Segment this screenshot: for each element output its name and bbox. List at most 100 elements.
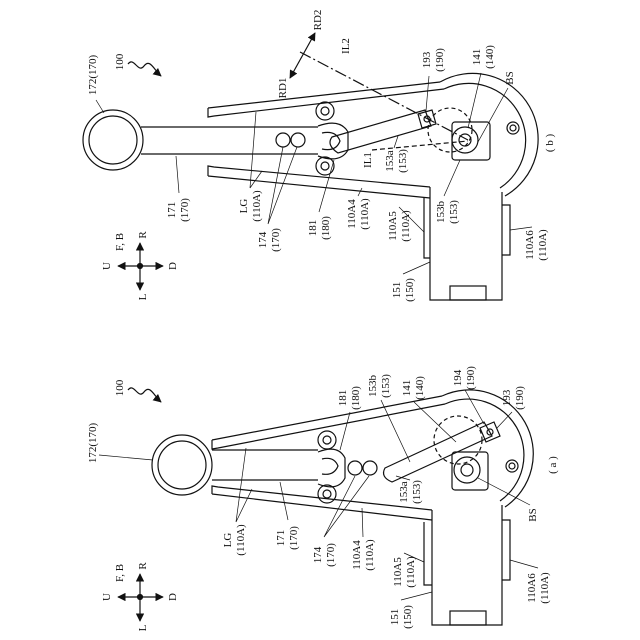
axis-label-right: R	[137, 231, 149, 239]
grip-ring-inner	[89, 116, 137, 164]
axis-label-front-back: F, B	[114, 564, 126, 582]
label-n110a6: 110A6	[526, 573, 538, 603]
wall-110a5	[424, 198, 430, 258]
label-n151-parent-ref: (150)	[404, 278, 416, 302]
pivot-lower-inner	[323, 490, 331, 498]
label-n194-parent-ref: (190)	[465, 366, 477, 390]
reference-numeral-100: 100	[114, 53, 126, 70]
figure-b-leader-lines	[96, 73, 532, 274]
label-n141: 141	[471, 49, 483, 66]
shaft-bs-inner	[510, 125, 516, 131]
axis-label-up: U	[101, 262, 113, 270]
wall-110a6	[502, 520, 510, 580]
label-rd1: RD1	[277, 78, 289, 99]
label-n193: 193	[501, 389, 513, 406]
label-n193-parent-ref: (190)	[434, 48, 446, 72]
wheel-141-outer	[452, 127, 478, 153]
label-n193: 193	[421, 51, 433, 68]
link-181	[318, 449, 345, 487]
pivot-upper-inner	[323, 436, 331, 444]
reference-numeral-100: 100	[114, 379, 126, 396]
label-n110a6-parent-ref: (110A)	[539, 572, 551, 604]
label-n174-parent-ref: (170)	[270, 228, 282, 252]
label-n151-parent-ref: (150)	[402, 605, 414, 629]
shaft-bs-outer	[506, 460, 518, 472]
axis-label-down: D	[167, 262, 179, 270]
label-il2: IL2	[340, 38, 352, 54]
label-lg: LG	[222, 533, 234, 548]
pivot-lower-inner	[321, 162, 329, 170]
axis-label-right: R	[137, 562, 149, 570]
link-181	[318, 123, 348, 159]
rod-171	[212, 450, 318, 480]
reference-100-arrow	[128, 62, 161, 76]
label-n110a6-parent-ref: (110A)	[537, 229, 549, 261]
label-n110a4-parent-ref: (110A)	[364, 539, 376, 571]
label-n172: 172(170)	[87, 423, 99, 464]
figure-b: 172(170)RD2RD1IL2193(190)141(140)BSIL115…	[83, 10, 556, 302]
label-n110a5-parent-ref: (110A)	[405, 556, 417, 588]
label-n171: 171	[166, 202, 178, 219]
label-n153b-parent-ref: (153)	[380, 374, 392, 398]
axis-label-up: U	[101, 593, 113, 601]
label-bs: BS	[504, 71, 516, 84]
pin-174-second	[291, 133, 305, 147]
pivot-upper-outer	[318, 431, 336, 449]
casing-head-arc	[440, 73, 538, 196]
label-n181: 181	[337, 390, 349, 407]
shaft-bs-outer	[507, 122, 519, 134]
label-n151: 151	[391, 282, 403, 299]
block-151-foot	[450, 611, 486, 625]
shaft-bs-inner	[509, 463, 515, 469]
label-n153b-parent-ref: (153)	[448, 200, 460, 224]
label-n151: 151	[389, 609, 401, 626]
label-n110a5: 110A5	[392, 557, 404, 587]
label-n110a5-parent-ref: (110A)	[400, 210, 412, 242]
pivot-lower-outer	[316, 157, 334, 175]
label-n171-parent-ref: (170)	[179, 198, 191, 222]
label-il1: IL1	[362, 152, 374, 168]
label-n172: 172(170)	[87, 55, 99, 96]
label-n153a-parent-ref: (153)	[411, 480, 423, 504]
lever-153	[330, 110, 431, 153]
reference-100-arrow	[128, 388, 161, 402]
casing-upper-wall	[212, 396, 445, 449]
label-lg-parent-ref: (110A)	[235, 524, 247, 556]
label-n181: 181	[307, 220, 319, 237]
label-n174: 174	[312, 546, 324, 563]
grip-ring-outer	[152, 435, 212, 495]
figure-a-geometry	[128, 388, 533, 625]
block-151-foot	[450, 286, 486, 300]
rotation-direction-arrow	[290, 33, 315, 78]
figure-b-geometry	[83, 33, 538, 300]
label-n174: 174	[257, 231, 269, 248]
label-n110a4: 110A4	[346, 199, 358, 229]
wheel-141-hub	[461, 464, 473, 476]
label-n174-parent-ref: (170)	[325, 543, 337, 567]
label-n110a4-parent-ref: (110A)	[359, 198, 371, 230]
pivot-upper-outer	[316, 102, 334, 120]
figure-caption: ( b )	[544, 134, 556, 153]
label-n110a6: 110A6	[524, 230, 536, 260]
label-n194: 194	[452, 369, 464, 386]
front-back-axis-dot	[138, 264, 143, 269]
front-back-axis-dot	[138, 595, 143, 600]
label-n153a: 153a	[384, 150, 396, 172]
label-n153a-parent-ref: (153)	[397, 149, 409, 173]
label-n193-parent-ref: (190)	[514, 386, 526, 410]
casing-upper-wall	[208, 82, 444, 117]
label-n171-parent-ref: (170)	[288, 526, 300, 550]
axis-label-left: L	[137, 293, 149, 300]
label-n153a: 153a	[398, 481, 410, 503]
block-151	[432, 505, 502, 625]
label-n141-parent-ref: (140)	[414, 376, 426, 400]
wall-110a5	[424, 522, 432, 585]
grip-ring-outer	[83, 110, 143, 170]
label-lg: LG	[238, 199, 250, 214]
leader-lines	[96, 73, 532, 274]
label-rd2: RD2	[312, 10, 324, 31]
axis-label-left: L	[137, 624, 149, 631]
label-n181-parent-ref: (180)	[350, 386, 362, 410]
pivot-lower-outer	[318, 485, 336, 503]
